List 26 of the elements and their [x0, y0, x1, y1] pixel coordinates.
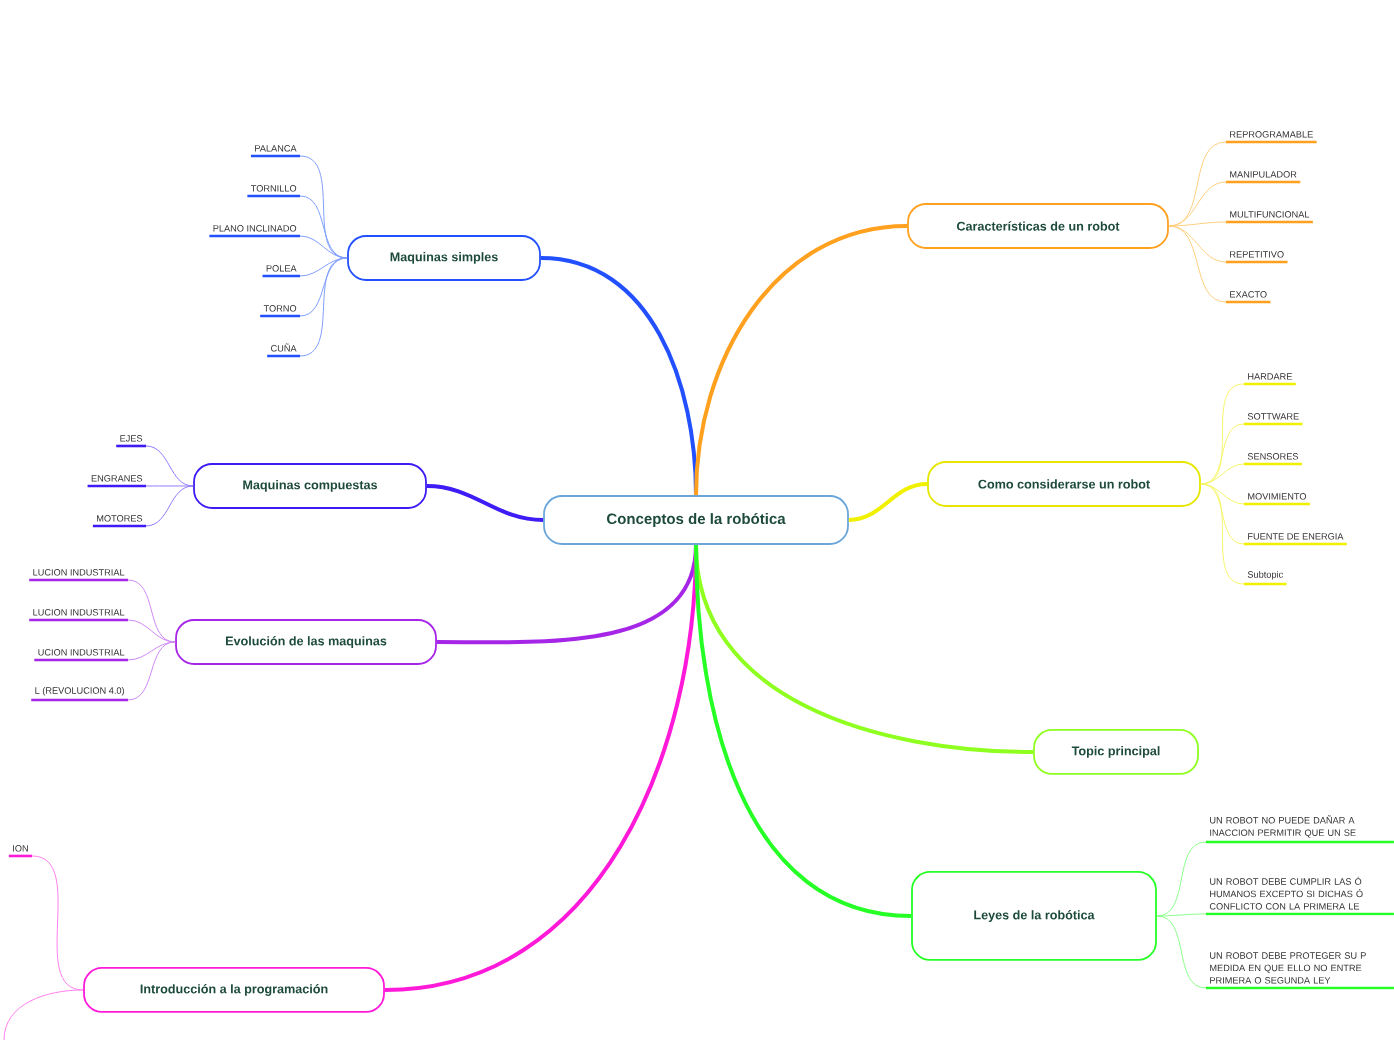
connector-line	[299, 235, 348, 259]
connector-line	[1200, 483, 1245, 585]
connector-line	[299, 257, 348, 357]
connector-line	[145, 485, 194, 527]
connector-line	[1156, 913, 1207, 917]
connector-line	[1200, 483, 1245, 545]
connector-line	[145, 445, 194, 487]
connector-line	[127, 579, 176, 643]
connector-line	[848, 482, 928, 522]
connector-line	[1156, 915, 1207, 989]
connector-line	[1156, 841, 1207, 917]
connector-line	[1168, 225, 1227, 303]
connector-line	[694, 544, 912, 918]
connector-line	[694, 224, 908, 496]
connector-line	[1168, 221, 1227, 227]
connector-line	[1200, 423, 1245, 485]
connector-line	[145, 485, 194, 487]
connector-line	[1168, 225, 1227, 263]
connector-line	[299, 257, 348, 317]
connector-line	[426, 484, 544, 522]
connector-line	[127, 641, 176, 661]
connector-line	[1200, 463, 1245, 485]
connector-line	[127, 641, 176, 701]
connector-line	[3, 989, 84, 1040]
connector-line	[299, 195, 348, 259]
connector-line	[127, 619, 176, 643]
